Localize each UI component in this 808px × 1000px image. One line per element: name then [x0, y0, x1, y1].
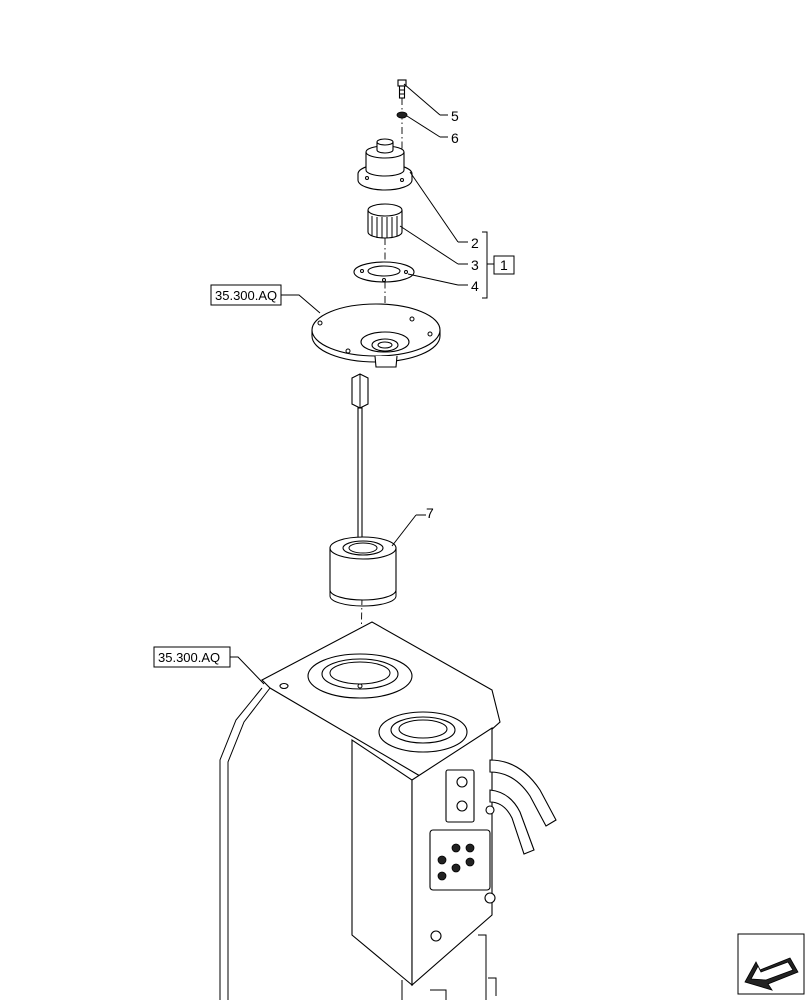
mounting-plate	[311, 303, 441, 368]
callout-5: 5	[451, 108, 459, 124]
reference-top-label: 35.300.AQ	[215, 288, 277, 303]
callout-2: 2	[471, 235, 479, 251]
kit-number: 1	[500, 257, 508, 273]
callout-6: 6	[451, 130, 459, 146]
callout-4: 4	[471, 278, 479, 294]
hydraulic-tank	[219, 621, 557, 1000]
part-3-filter-element[interactable]	[367, 203, 403, 239]
arrow-left-icon[interactable]	[737, 933, 805, 995]
part-2-filler-cap[interactable]	[357, 138, 413, 191]
callout-7: 7	[426, 505, 434, 521]
kit-reference-box[interactable]: 1	[493, 255, 515, 275]
part-5-bolt[interactable]	[397, 79, 407, 99]
reference-bottom-label: 35.300.AQ	[158, 650, 220, 665]
reference-box-bottom[interactable]: 35.300.AQ	[153, 646, 231, 668]
part-4-gasket[interactable]	[353, 261, 415, 283]
reference-box-top[interactable]: 35.300.AQ	[210, 284, 282, 306]
callout-3: 3	[471, 257, 479, 273]
part-7-fill-tube[interactable]	[329, 373, 397, 607]
part-6-washer[interactable]	[396, 111, 408, 119]
leader-lines	[230, 83, 494, 685]
